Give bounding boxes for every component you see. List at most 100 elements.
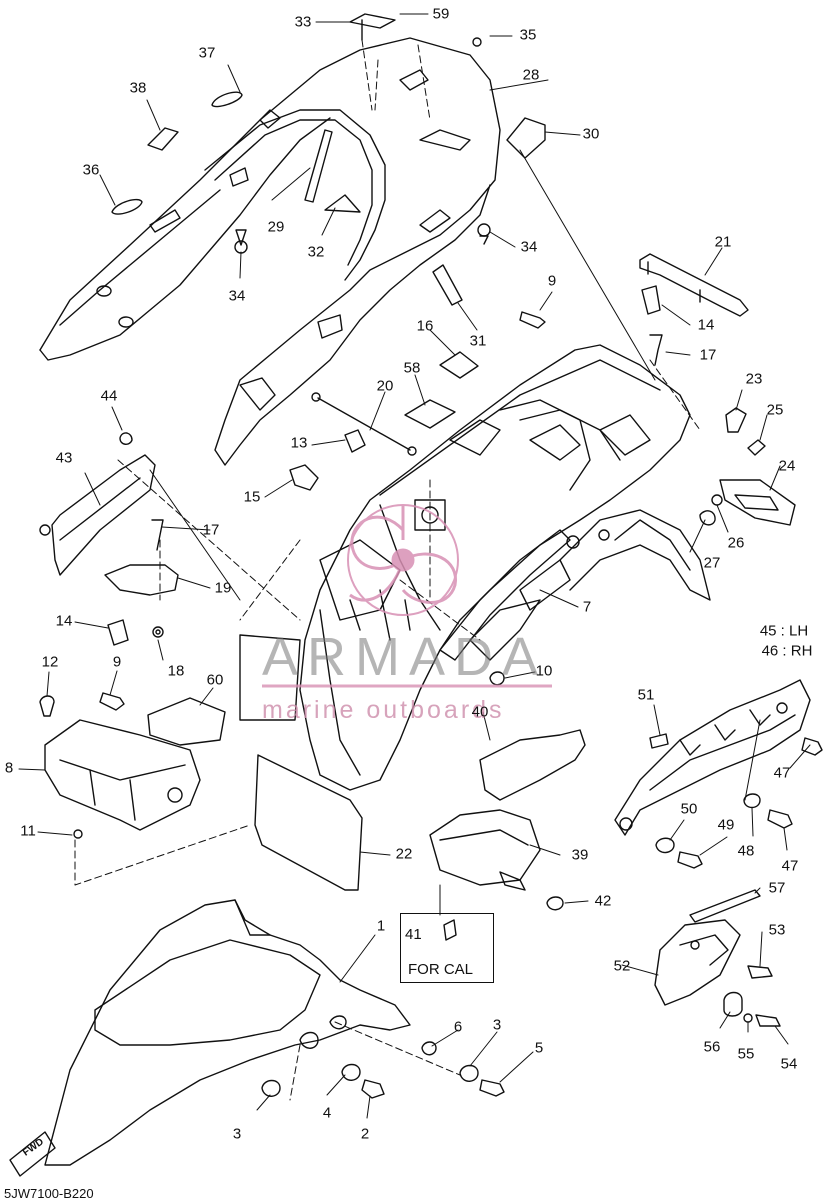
part-2 xyxy=(361,1079,385,1099)
part-60 xyxy=(147,697,226,746)
callout: 60 xyxy=(206,671,224,689)
callout: 34 xyxy=(520,238,538,256)
part-1 xyxy=(44,899,411,1166)
callout-lh-note: 45 : LH xyxy=(759,622,809,640)
part-8 xyxy=(44,719,201,831)
part-23 xyxy=(725,407,747,433)
part-16 xyxy=(439,351,479,379)
watermark-tagline: marine outboards xyxy=(262,696,505,724)
part-51 xyxy=(649,733,669,749)
callout: 22 xyxy=(395,845,413,863)
callout: 19 xyxy=(214,579,232,597)
seat-cowl xyxy=(39,37,501,466)
callout: 23 xyxy=(745,370,763,388)
callout: 14 xyxy=(55,612,73,630)
part-32 xyxy=(324,194,361,213)
callout: 7 xyxy=(582,598,592,616)
callout: 18 xyxy=(167,662,185,680)
part-31 xyxy=(432,264,463,306)
callout: 50 xyxy=(680,800,698,818)
part-29 xyxy=(304,129,333,203)
callout: 48 xyxy=(737,842,755,860)
part-15 xyxy=(289,464,319,491)
callout: 40 xyxy=(471,703,489,721)
callout: 24 xyxy=(778,457,796,475)
callout: 42 xyxy=(594,892,612,910)
callout: 54 xyxy=(780,1055,798,1073)
callout: 17 xyxy=(699,346,717,364)
callout: 8 xyxy=(4,759,14,777)
part-47b xyxy=(767,809,793,829)
callout: 47 xyxy=(781,857,799,875)
callout: 3 xyxy=(492,1016,502,1034)
callout: 1 xyxy=(376,917,386,935)
diagram-code: 5JW7100-B220 xyxy=(4,1186,94,1201)
callout: 32 xyxy=(307,243,325,261)
part-41 xyxy=(443,919,457,941)
part-38 xyxy=(147,127,179,151)
callout: 56 xyxy=(703,1038,721,1056)
callout: 37 xyxy=(198,44,216,62)
part-20 xyxy=(317,397,411,451)
part-5 xyxy=(479,1079,505,1097)
part-6 xyxy=(421,1041,437,1056)
part-19 xyxy=(104,564,179,596)
part-12 xyxy=(39,695,55,717)
callout: 36 xyxy=(82,161,100,179)
callout: 38 xyxy=(129,79,147,97)
part-21 xyxy=(639,253,749,317)
callout: 43 xyxy=(55,449,73,467)
part-24 xyxy=(719,479,796,526)
callout: 15 xyxy=(243,488,261,506)
callout: 6 xyxy=(453,1018,463,1036)
callout: 47 xyxy=(773,764,791,782)
part-25 xyxy=(747,439,766,456)
callout-rh-note: 46 : RH xyxy=(761,642,813,660)
callout: 10 xyxy=(535,662,553,680)
callout: 31 xyxy=(469,332,487,350)
callout: 4 xyxy=(322,1104,332,1122)
callout: 34 xyxy=(228,287,246,305)
part-30 xyxy=(506,117,546,159)
callout: 17 xyxy=(202,521,220,539)
callout: 25 xyxy=(766,401,784,419)
callout: 59 xyxy=(432,5,450,23)
part-53 xyxy=(747,965,773,979)
part-10 xyxy=(489,671,505,686)
callout: 51 xyxy=(637,686,655,704)
callout: 20 xyxy=(376,377,394,395)
callout: 2 xyxy=(360,1125,370,1143)
part-39 xyxy=(429,809,541,886)
part-14-upper xyxy=(641,285,661,315)
callout: 55 xyxy=(737,1045,755,1063)
callout: 5 xyxy=(534,1039,544,1057)
callout: 27 xyxy=(703,554,721,572)
part-54 xyxy=(755,1014,781,1027)
part-7 xyxy=(439,529,571,661)
callout: 52 xyxy=(613,957,631,975)
part-42 xyxy=(546,896,564,911)
for-cal-box xyxy=(400,913,494,983)
part-50 xyxy=(655,837,675,854)
callout: 11 xyxy=(20,822,36,840)
callout: 28 xyxy=(522,66,540,84)
callout: 58 xyxy=(403,359,421,377)
for-cal-label: FOR CAL xyxy=(408,961,474,978)
part-44 xyxy=(119,432,133,445)
callout: 9 xyxy=(112,653,122,671)
part-52 xyxy=(654,919,741,1006)
callout: 13 xyxy=(290,434,308,452)
callout: 9 xyxy=(547,272,557,290)
callout: 33 xyxy=(294,13,312,31)
part-9-upper xyxy=(519,311,546,329)
callout: 30 xyxy=(582,125,600,143)
callout: 44 xyxy=(100,387,118,405)
callout: 3 xyxy=(232,1125,242,1143)
part-36 xyxy=(111,198,143,215)
part-47a xyxy=(801,737,823,756)
part-57 xyxy=(689,889,761,923)
part-48 xyxy=(743,793,761,809)
part-9-left xyxy=(99,692,125,711)
